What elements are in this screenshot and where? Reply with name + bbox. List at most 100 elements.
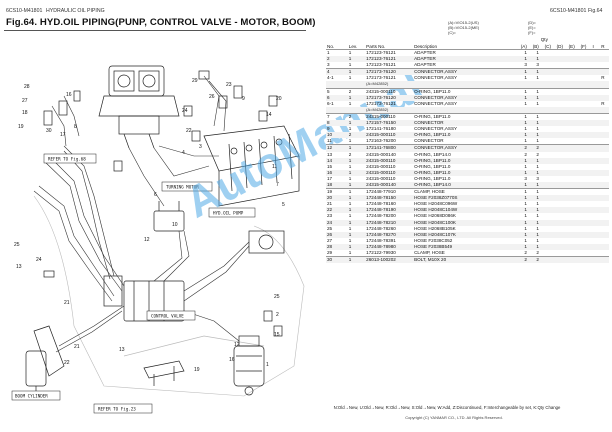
cell-partno: (A=M42852) [365,81,414,89]
cell-r [600,250,609,257]
cell-qty-d [555,207,568,214]
cell-qty-e [567,132,580,139]
cell-r [600,68,609,76]
cell-r [600,188,609,196]
cell-qty-c [543,219,556,226]
cell-lev: 1 [348,100,352,106]
cell-r [600,231,609,238]
cell-lev: 1 [347,181,366,189]
cell-partno: 24315-000110 [365,112,414,121]
callout-number: 12 [234,342,240,348]
cell-partno: 172123-76121 [365,49,414,57]
cell-qty-b: 1 [536,75,539,81]
cell-qty-f [579,120,592,127]
callout-number: 28 [24,84,30,90]
legend-line: (E)= [528,25,536,31]
cell-qty-b: 1 [531,94,544,101]
cell-description: HOSE F2038B549 [413,243,520,250]
cell-partno: 172448-78270 [365,231,414,238]
callout-number: 23 [226,82,232,88]
cell-qty-b [531,81,544,89]
callout-number: 6 [154,192,157,198]
cell-no: 24 [326,219,348,226]
cell-lev: 1 [347,207,366,214]
cell-qty-b: 2 [531,144,544,152]
callout-number: 12 [144,237,150,243]
cell-lev: 1 [347,169,366,176]
cell-qty-d [555,94,568,101]
callout-number: 9 [242,96,245,102]
boom-cylinder [25,325,65,396]
cell-description: CONNECTOR,ASSY [413,144,520,152]
cell-qty-f [579,81,592,89]
cell-qty-d [556,250,568,257]
cell-qty-c [543,81,556,89]
cell-partno: 172448-78190 [365,207,414,214]
cell-i [591,243,601,250]
cell-qty-b: 1 [531,207,544,214]
cell-i [592,138,601,145]
cell-qty-b: 1 [536,163,539,169]
cell-r [600,243,609,250]
cell-lev: 1 [348,163,352,169]
header-right-code: 6CS10-M41801 [550,8,587,14]
cell-qty-a: 1 [519,49,532,57]
cell-qty-c [543,231,556,238]
parts-diagram: TURNING MOTOR HYD.OIL PUMP CONTROL VALVE… [11,65,305,414]
col-no: No. [327,44,335,49]
callout-number: 21 [74,344,80,350]
cell-i [591,144,601,152]
cell-no: 6 [326,94,348,101]
cell-qty-c [543,157,556,164]
hose-clamp [143,360,185,386]
cell-no: 7 [326,112,348,121]
cell-lev: 1 [348,250,352,255]
callout-number: 14 [266,112,272,118]
cell-qty-a: 1 [524,126,527,132]
cell-qty-f [579,49,592,57]
callout-number: 7 [276,182,279,188]
copyright: Copyright (C) YANMAR CO., LTD. All Right… [405,415,503,420]
cell-lev: 1 [348,75,352,81]
col-qty-d: (D) [556,44,564,49]
cell-lev: 1 [348,175,352,181]
cell-lev: 1 [348,62,352,68]
cell-lev [347,81,366,89]
cell-qty-c [543,195,556,202]
callout-number: 11 [272,164,277,170]
cell-qty-a: 1 [519,87,532,95]
cell-qty-b: 3 [536,175,539,181]
callout-number: 20 [276,96,282,102]
cell-qty-f [579,157,592,164]
cell-description: O-RING, 1BP11.0 [413,157,520,164]
cell-qty-f [579,243,592,250]
cell-partno: 172448-77910 [365,188,414,196]
cell-partno: 172141-76800 [365,144,414,152]
header-left-section: HYDRAULIC OIL PIPING [46,8,105,14]
cell-qty-e [568,250,580,257]
cell-description: O-RING, 1BP14.0 [414,151,451,157]
cell-lev: 1 [347,68,366,76]
callout-number: 16 [66,92,72,98]
cell-no: 30 [326,256,348,264]
pump-assembly [98,65,180,149]
col-qty-a: Qty(A) [520,37,548,50]
cell-qty-f [579,144,592,152]
cell-qty-f [579,112,592,121]
cell-r: R [601,100,605,106]
cell-i [592,62,601,69]
boom-cylinder-label: BOOM CYLINDER [15,394,48,399]
cell-description: O-RING, 1BP14.0 [413,181,520,189]
note-row: (A=M42852) [326,81,609,89]
cell-i [591,188,601,196]
col-lev: Lev. [348,44,358,49]
cell-qty-e [567,68,580,76]
cell-no: 17 [327,175,333,181]
